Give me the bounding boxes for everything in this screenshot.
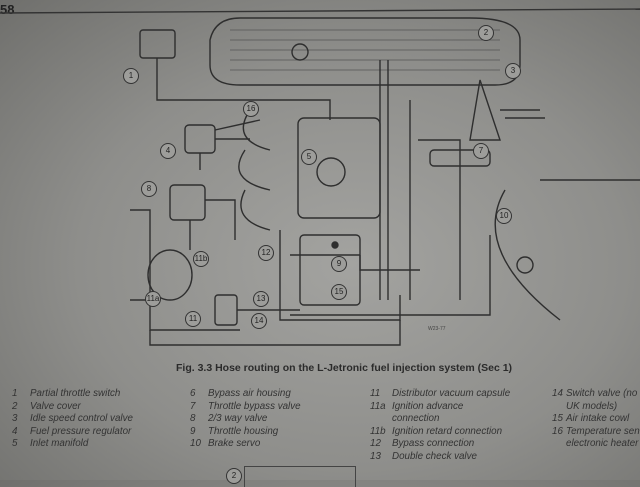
legend-number: 11b: [370, 425, 386, 437]
legend-item: 5 Inlet manifold: [12, 438, 133, 451]
bmw-logo-icon: [316, 157, 346, 187]
legend-text: Throttle housing: [208, 425, 279, 437]
legend-number: 15: [552, 413, 563, 424]
legend-item: 1 Partial throttle switch: [12, 388, 133, 401]
throttle-switch-shape: [139, 29, 176, 59]
callout-14: 14: [251, 313, 267, 329]
legend-text: Bypass connection: [392, 438, 475, 449]
callout-15: 15: [331, 284, 347, 300]
header-rule: [0, 8, 640, 14]
legend-text: electronic heater: [566, 438, 639, 449]
legend-text: Switch valve (no: [566, 388, 638, 399]
legend-number: 1: [12, 388, 18, 399]
legend-text: Idle speed control valve: [30, 413, 133, 424]
legend-text: Temperature sen: [566, 425, 640, 437]
legend-number: 6: [190, 388, 196, 399]
legend-item: 11a Ignition advance: [370, 401, 510, 414]
legend-text: Partial throttle switch: [30, 388, 121, 399]
legend-item: 11 Distributor vacuum capsule: [370, 388, 510, 401]
legend-number: [552, 401, 566, 414]
legend-text: Ignition retard connection: [392, 425, 503, 437]
legend-number: 8: [190, 413, 196, 424]
legend-item: 3 Idle speed control valve: [12, 413, 133, 426]
callout-9: 9: [331, 256, 347, 272]
figure-caption: Fig. 3.3 Hose routing on the L-Jetronic …: [176, 362, 513, 374]
legend-item: electronic heater: [552, 438, 640, 451]
legend-text: Brake servo: [208, 438, 261, 449]
brake-servo-shape: [147, 249, 193, 301]
legend-text: Valve cover: [30, 400, 81, 412]
legend-item: 2 Valve cover: [12, 401, 133, 414]
callout-13: 13: [253, 291, 269, 307]
legend-text: 2/3 way valve: [208, 413, 268, 424]
callout-11: 11: [185, 311, 201, 327]
legend-item: 7 Throttle bypass valve: [190, 401, 301, 414]
callout-5: 5: [301, 149, 317, 165]
callout-16: 16: [243, 101, 259, 117]
legend-item: 4 Fuel pressure regulator: [12, 426, 133, 439]
legend-number: 10: [190, 438, 201, 449]
legend-text: Distributor vacuum capsule: [392, 388, 511, 399]
legend-number: 7: [190, 400, 196, 412]
legend-number: 2: [12, 400, 18, 412]
callout-4: 4: [160, 143, 176, 159]
legend-item: UK models): [552, 401, 640, 414]
legend-text: Throttle bypass valve: [208, 400, 301, 412]
throttle-housing-shape: [299, 234, 361, 306]
legend-item: 10 Brake servo: [190, 438, 301, 451]
legend-number: 5: [12, 438, 18, 449]
bmw-logo-icon: [291, 43, 309, 61]
legend-number: 16: [552, 425, 563, 437]
legend-number: [552, 438, 566, 451]
legend-item: 11b Ignition retard connection: [370, 426, 510, 439]
legend-text: Air intake cowl: [566, 413, 630, 424]
legend-text: Inlet manifold: [30, 438, 89, 449]
legend-number: 14: [552, 388, 563, 399]
legend-item: connection: [370, 413, 510, 426]
legend-item: 8 2/3 way valve: [190, 413, 301, 426]
callout-2: 2: [478, 25, 494, 41]
next-figure-outline: [244, 466, 356, 487]
legend-number: [370, 413, 392, 426]
legend-number: 9: [190, 425, 196, 437]
legend-number: 13: [370, 450, 381, 462]
legend-item: 9 Throttle housing: [190, 426, 301, 439]
legend-text: UK models): [566, 400, 618, 412]
legend-text: Ignition advance: [392, 400, 464, 412]
legend-number: 11: [370, 388, 381, 399]
legend-text: Bypass air housing: [208, 388, 291, 399]
legend-item: 13 Double check valve: [370, 451, 510, 464]
legend-item: 6 Bypass air housing: [190, 388, 301, 401]
callout-11a: 11a: [145, 291, 161, 307]
svg-text:W23-77: W23-77: [428, 326, 446, 332]
legend-number: 11a: [370, 400, 386, 412]
bypass-air-housing-shape: [297, 117, 381, 219]
legend-number: 12: [370, 438, 381, 449]
callout-7: 7: [473, 143, 489, 159]
next-figure-callout: 2: [226, 468, 242, 484]
callout-8: 8: [141, 181, 157, 197]
legend-text: Fuel pressure regulator: [30, 425, 132, 437]
legend-text: Double check valve: [392, 450, 477, 462]
callout-1: 1: [123, 68, 139, 84]
callout-3: 3: [505, 63, 521, 79]
callout-10: 10: [496, 208, 512, 224]
valve-cover-shape: [209, 17, 521, 86]
legend-text: connection: [392, 413, 440, 424]
legend-column-2: 6 Bypass air housing 7 Throttle bypass val…: [190, 388, 301, 451]
legend-number: 4: [12, 425, 18, 437]
legend-number: 3: [12, 413, 18, 424]
legend-item: 12 Bypass connection: [370, 438, 510, 451]
callout-12: 12: [258, 245, 274, 261]
inlet-manifold-shape: [238, 109, 271, 231]
callout-11b: 11b: [193, 251, 209, 267]
